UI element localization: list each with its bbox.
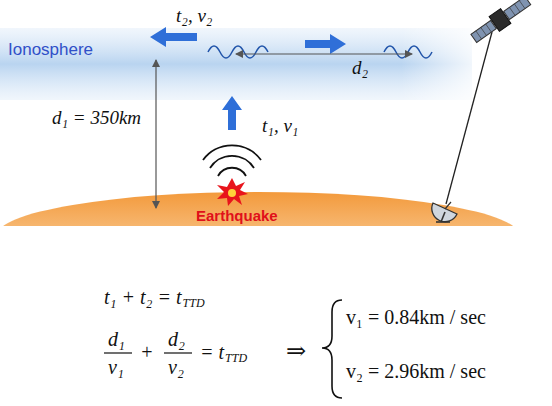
- fraction-bar: [164, 352, 192, 353]
- equation-text: d₂: [168, 328, 185, 350]
- line-of-sight: [446, 32, 492, 204]
- wavefront: [210, 156, 254, 168]
- earth-cut: [0, 226, 552, 286]
- subscript-text: TTD: [225, 352, 247, 365]
- propagation-arrow: [305, 34, 346, 54]
- event-label: Earthquake: [196, 208, 278, 225]
- ionosphere-band-fill: [0, 28, 472, 100]
- region-label: Ionosphere: [8, 40, 93, 60]
- result-text: v₂ = 2.96km / sec: [346, 360, 486, 382]
- result-text: v₁ = 0.84km / sec: [346, 306, 486, 328]
- variable-label: t₂, v₂: [176, 6, 212, 27]
- equation-text: v₂: [168, 356, 184, 378]
- satellite-icon: [469, 0, 533, 46]
- wave: [384, 46, 432, 58]
- fraction-bar: [104, 352, 132, 353]
- explosion-core: [228, 189, 236, 197]
- ionosphere-band: Ionosphere: [0, 28, 472, 100]
- equation-text: +: [140, 341, 154, 363]
- propagation-arrow: [222, 96, 242, 130]
- dimension-line: [236, 53, 412, 54]
- band-fade: [0, 28, 472, 100]
- wavefront: [218, 168, 246, 176]
- receiver-dish: [432, 202, 457, 222]
- dimension-line: [155, 60, 156, 208]
- explosion-symbol: [217, 178, 248, 206]
- variable-label: t₁, v₁: [262, 116, 298, 137]
- wave: [208, 46, 268, 58]
- equation-text: t₁ + t₂ = t: [104, 286, 182, 308]
- equation-text: = t: [200, 341, 224, 363]
- curly-brace: [322, 300, 342, 398]
- dimension-label: d₁ = 350km: [52, 108, 141, 129]
- dimension-label: d₂: [352, 58, 368, 79]
- wavefront: [203, 145, 261, 160]
- implies-symbol: ⇒: [286, 338, 306, 364]
- subscript-text: TTD: [183, 297, 205, 310]
- equation-text: v₁: [108, 356, 124, 378]
- equation-text: d₁: [108, 328, 125, 350]
- propagation-arrow: [150, 27, 197, 47]
